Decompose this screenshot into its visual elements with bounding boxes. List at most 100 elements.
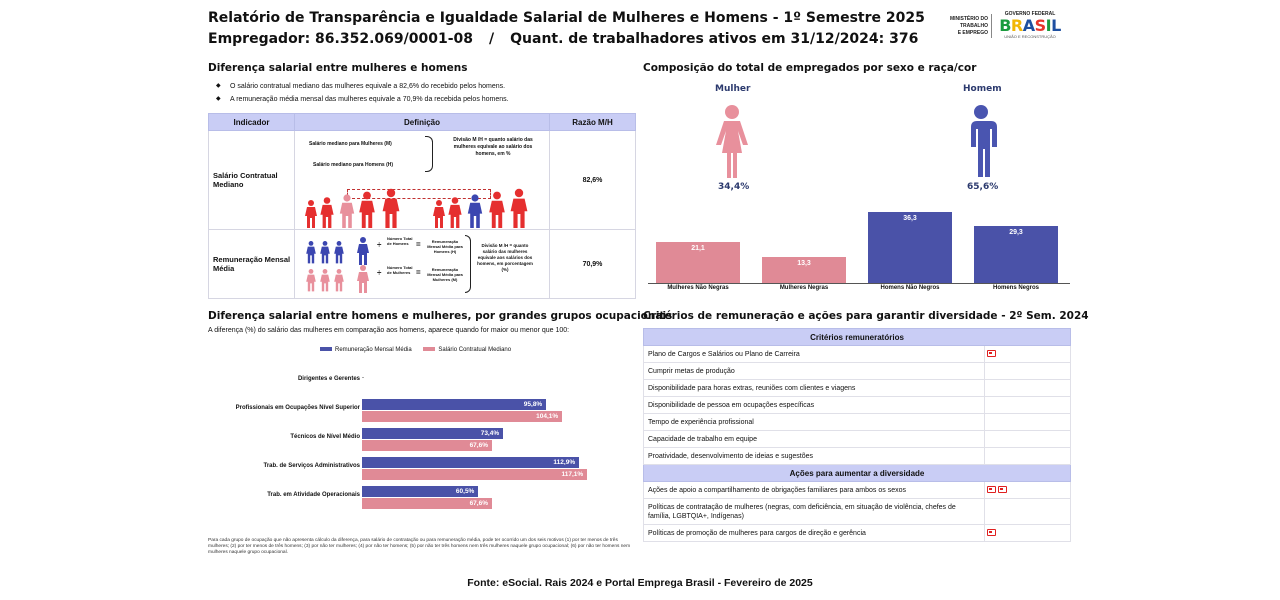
occupational-subtitle: A diferença (%) do salário das mulheres … xyxy=(208,327,570,334)
category-label: Dirigentes e Gerentes xyxy=(297,376,360,382)
check-mark-icon xyxy=(987,349,996,357)
criteria-label: Disponibilidade de pessoa em ocupações e… xyxy=(643,396,985,414)
salary-diff-title: Diferença salarial entre mulheres e home… xyxy=(208,62,468,74)
criteria-section-header: Ações para aumentar a diversidade xyxy=(643,464,1071,482)
brand-letter: I xyxy=(1045,16,1052,35)
bullet-item: O salário contratual mediano das mulhere… xyxy=(216,80,509,93)
woman-icon xyxy=(716,105,748,178)
criteria-label: Cumprir metas de produção xyxy=(643,362,985,380)
separator: / xyxy=(489,31,495,47)
total-men: Número Total de Homens xyxy=(387,235,413,246)
brand-tagline: UNIÃO E RECONSTRUÇÃO xyxy=(1004,34,1056,39)
bullet-item: A remuneração média mensal das mulheres … xyxy=(216,93,509,106)
legend-swatch-women xyxy=(423,347,436,352)
table-row: Tempo de experiência profissional xyxy=(643,413,1071,431)
employer-id: Empregador: 86.352.069/0001-08 xyxy=(208,31,473,47)
women-pct: 34,4% xyxy=(718,182,750,192)
table-row: Plano de Cargos e Salários ou Plano de C… xyxy=(643,345,1071,363)
bar-salario: 104,1% xyxy=(362,411,563,422)
man-icon xyxy=(971,105,997,177)
col-header-definition: Definição xyxy=(294,113,550,131)
ministry-logo: MINISTÉRIO DO TRABALHO E EMPREGO xyxy=(940,16,988,37)
report-title: Relatório de Transparência e Igualdade S… xyxy=(208,10,925,26)
brace xyxy=(465,234,471,293)
table-row: Disponibilidade de pessoa em ocupações e… xyxy=(643,396,1071,414)
category-label: Técnicos de Nível Médio xyxy=(290,434,360,440)
criteria-check-cell xyxy=(984,447,1071,465)
indicator-table: Indicador Definição Razão M/H Salário Co… xyxy=(208,113,636,299)
brasil-wordmark: BRASIL xyxy=(996,17,1064,34)
criteria-label: Ações de apoio a compartilhamento de obr… xyxy=(643,481,985,499)
bar-salario: 67,6% xyxy=(362,498,492,509)
def-note: Divisão M /H = quanto salário das mulher… xyxy=(453,136,533,157)
employer-line: Empregador: 86.352.069/0001-08 / Quant. de… xyxy=(208,31,918,47)
criteria-section-header: Critérios remuneratórios xyxy=(643,328,1071,346)
avg-men: Remuneração Mensal Média para Homens (H) xyxy=(427,238,463,254)
check-mark-icon xyxy=(987,485,996,493)
brand-letter: R xyxy=(1010,16,1023,35)
chart-legend: Remuneração Mensal Média Salário Contrat… xyxy=(320,347,511,353)
x-axis-line xyxy=(648,283,1070,284)
composition-bar: 21,1 xyxy=(656,241,740,283)
total-women: Número Total de Mulheres xyxy=(387,264,413,275)
div-symbol: ÷ xyxy=(377,267,382,277)
col-header-indicator: Indicador xyxy=(208,113,295,131)
legend-label: Remuneração Mensal Média xyxy=(335,347,412,353)
bar-remuneracao: 60,5% xyxy=(362,486,479,497)
table-row: Proatividade, desenvolvimento de ideias … xyxy=(643,447,1071,465)
criteria-label: Disponibilidade para horas extras, reuni… xyxy=(643,379,985,397)
row-label: Remuneração Mensal Média xyxy=(208,229,295,299)
occupational-note: Para cada grupo de ocupação que não apre… xyxy=(208,538,631,555)
composition-title: Composição do total de empregados por se… xyxy=(643,62,977,74)
avg-women: Remuneração Mensal Média para Mulheres (… xyxy=(427,266,463,282)
category-label: Profissionais em Ocupações Nível Superio… xyxy=(235,405,360,411)
bar-remuneracao: 95,8% xyxy=(362,399,547,410)
table-row: Políticas de promoção de mulheres para c… xyxy=(643,524,1071,542)
workers-count: Quant. de trabalhadores ativos em 31/12/… xyxy=(510,31,919,47)
category-label: Trab. em Atividade Operacionais xyxy=(267,492,360,498)
brand-letter: B xyxy=(999,16,1011,35)
people-figures xyxy=(305,188,528,228)
brasil-logo: GOVERNO FEDERAL BRASIL UNIÃO E RECONSTRU… xyxy=(996,11,1064,43)
table-row: Remuneração Mensal Média ÷ ÷ Número Tota… xyxy=(208,229,636,299)
men-label: Homem xyxy=(963,84,1002,94)
criteria-check-cell xyxy=(984,524,1071,542)
criteria-label: Plano de Cargos e Salários ou Plano de C… xyxy=(643,345,985,363)
ratio-median: 82,6% xyxy=(549,130,636,230)
composition-category-label: Homens Negros xyxy=(992,285,1039,291)
legend-label: Salário Contratual Mediano xyxy=(438,347,512,353)
brand-letter: S xyxy=(1034,16,1047,35)
criteria-label: Políticas de contratação de mulheres (ne… xyxy=(643,498,985,525)
criteria-label: Capacidade de trabalho em equipe xyxy=(643,430,985,448)
bar-remuneracao: 73,4% xyxy=(362,428,504,439)
table-row: Ações de apoio a compartilhamento de obr… xyxy=(643,481,1071,499)
criteria-check-cell xyxy=(984,379,1071,397)
table-row: Políticas de contratação de mulheres (ne… xyxy=(643,498,1071,525)
criteria-check-cell xyxy=(984,413,1071,431)
ministry-line-3: E EMPREGO xyxy=(957,30,988,36)
occupational-chart: Dirigentes e Gerentes-Profissionais em O… xyxy=(210,370,630,520)
eq-symbol: = xyxy=(416,239,421,249)
criteria-label: Políticas de promoção de mulheres para c… xyxy=(643,524,985,542)
criteria-title: Critérios de remuneração e ações para ga… xyxy=(643,310,1089,322)
salary-diff-bullets: O salário contratual mediano das mulhere… xyxy=(216,80,509,106)
criteria-check-cell xyxy=(984,362,1071,380)
ministry-line-1: MINISTÉRIO DO xyxy=(949,16,988,22)
ministry-line-2: TRABALHO xyxy=(959,23,988,29)
composition-category-label: Mulheres Negras xyxy=(779,285,829,291)
source-footer: Fonte: eSocial. Rais 2024 e Portal Empre… xyxy=(467,577,813,589)
occupational-title: Diferença salarial entre homens e mulher… xyxy=(208,310,673,322)
category-label: Trab. de Serviços Administrativos xyxy=(263,463,360,469)
composition-category-label: Homens Não Negros xyxy=(880,285,940,291)
criteria-label: Proatividade, desenvolvimento de ideias … xyxy=(643,447,985,465)
composition-category-label: Mulheres Não Negras xyxy=(667,285,729,291)
def-women-median: Salário mediano para Mulheres (M) xyxy=(309,140,392,147)
criteria-check-cell xyxy=(984,396,1071,414)
eq-symbol: = xyxy=(416,267,421,277)
row-label: Salário Contratual Mediano xyxy=(208,130,295,230)
check-mark-icon xyxy=(998,485,1007,493)
table-row: Capacidade de trabalho em equipe xyxy=(643,430,1071,448)
composition-bar: 29,3 xyxy=(974,225,1058,283)
def-men-median: Salário mediano para Homens (H) xyxy=(313,161,394,168)
